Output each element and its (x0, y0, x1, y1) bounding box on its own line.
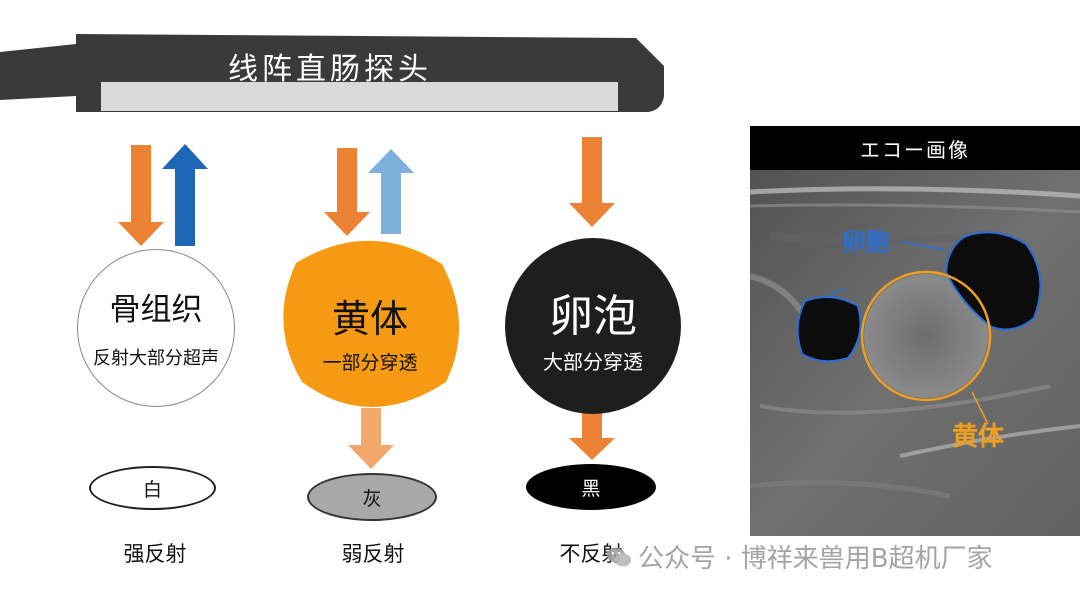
tissue-name: 黄体 (331, 297, 408, 341)
arrow-down-emit-3 (569, 137, 615, 227)
tissue-name: 卵泡 (549, 291, 637, 342)
probe-shape (0, 34, 664, 112)
tissue-name: 骨组织 (109, 292, 203, 328)
corpus-leader-line (971, 391, 989, 425)
tissue-node-corpus-luteum (283, 240, 460, 407)
probe-label: 线阵直肠探头 (228, 52, 432, 87)
arrow-down-emit-1 (118, 145, 164, 246)
tissue-node-bone: 骨组织 反射大部分超声 (77, 249, 235, 407)
echo-color-label: 黑 (581, 477, 601, 500)
follicle-outline-right (944, 231, 1042, 331)
tissue-description: 一部分穿透 (322, 352, 418, 374)
corpus-luteum-outline (860, 270, 992, 402)
echo-color-label: 白 (142, 478, 162, 501)
wechat-icon (607, 547, 631, 566)
arrow-down-emit-2 (324, 148, 370, 236)
arrow-up-reflect-strong (162, 144, 208, 246)
probe-transducer-face (101, 82, 618, 111)
label-follicle: 卵胞 (842, 228, 890, 256)
reflection-label-strong: 强反射 (123, 542, 187, 566)
tissue-description: 反射大部分超声 (93, 348, 219, 369)
watermark: 公众号 · 博祥来兽用B超机厂家 (606, 538, 993, 575)
probe-cable (0, 44, 76, 100)
tissue-description: 大部分穿透 (543, 350, 643, 374)
echo-black-ellipse: 黑 (526, 464, 656, 510)
ultrasound-arrows (118, 137, 615, 469)
arrow-down-transmit-3 (569, 412, 615, 460)
follicle-leader-line (829, 241, 947, 295)
reflection-label-weak: 弱反射 (341, 542, 405, 566)
echo-color-label: 灰 (362, 487, 382, 510)
corpus-luteum-shape (283, 240, 460, 407)
echo-image-panel: エコー画像 卵胞 黄体 (750, 126, 1080, 536)
arrow-down-transmit-2 (348, 408, 394, 469)
label-corpus-luteum: 黄体 (952, 422, 1005, 452)
arrow-up-reflect-weak (368, 149, 414, 234)
watermark-text: 公众号 · 博祥来兽用B超机厂家 (638, 544, 993, 574)
ultrasound-scan (750, 170, 1080, 536)
tissue-node-follicle: 卵泡 大部分穿透 (505, 238, 681, 414)
echo-image-title: エコー画像 (860, 138, 970, 162)
echo-white-ellipse: 白 (89, 466, 216, 510)
echo-grey-ellipse: 灰 (307, 473, 437, 521)
follicle-outline-left (796, 296, 862, 363)
linear-rectal-probe (0, 0, 680, 130)
